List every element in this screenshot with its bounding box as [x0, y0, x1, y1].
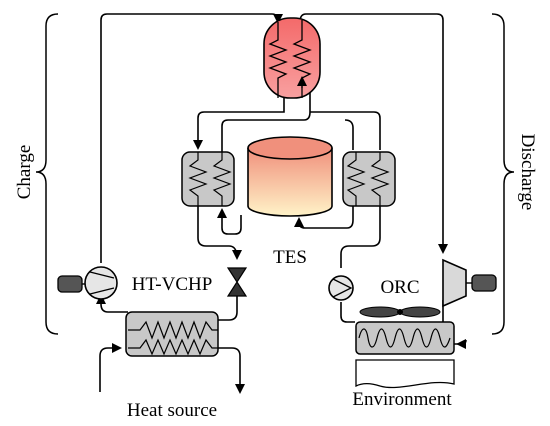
condenser-heat-exchanger [355, 321, 455, 355]
pipes [96, 13, 467, 394]
charge-motor-icon [57, 275, 85, 293]
pump-icon [328, 275, 354, 301]
charge-label: Charge [14, 145, 35, 200]
discharge-brace [491, 13, 515, 335]
turbine-icon [442, 258, 467, 308]
source-heat-exchanger [125, 311, 219, 357]
discharge-motor-icon [466, 274, 497, 292]
environment-block [355, 359, 455, 389]
tes-label: TES [273, 247, 307, 268]
ht-vchp-label: HT-VCHP [132, 274, 213, 295]
orc-label: ORC [380, 277, 419, 298]
compressor-icon [84, 266, 118, 300]
heat-source-label: Heat source [127, 400, 217, 421]
fan-icon [359, 306, 441, 318]
expansion-valve-icon [226, 267, 248, 297]
environment-label: Environment [352, 389, 452, 410]
charge-brace [35, 13, 59, 335]
left-heat-exchanger [181, 151, 235, 207]
hot-storage-tank [263, 17, 321, 99]
discharge-label: Discharge [517, 134, 538, 211]
right-heat-exchanger [342, 151, 396, 207]
tes-tank [247, 136, 333, 217]
